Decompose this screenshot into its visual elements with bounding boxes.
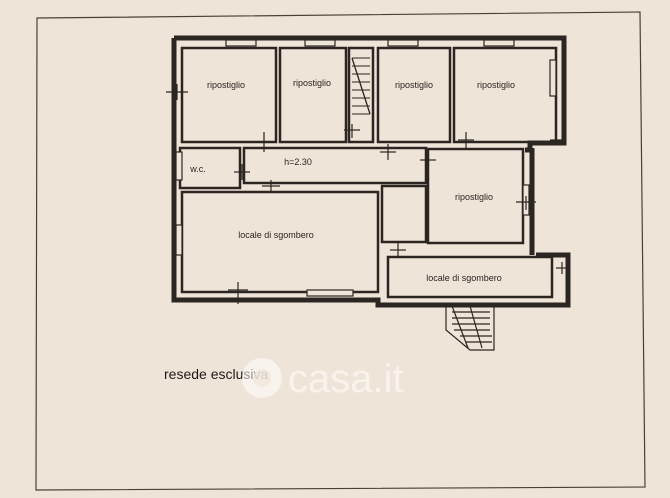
- stair-top: [351, 57, 371, 115]
- lot-boundary: [35, 11, 646, 491]
- room-label-ripostiglio-5: ripostiglio: [455, 192, 493, 202]
- room-ripostiglio-2: [278, 46, 348, 144]
- watermark-text: casa.it: [288, 357, 404, 401]
- room-label-ripostiglio-1: ripostiglio: [207, 80, 245, 90]
- room-small-closet: [380, 184, 428, 244]
- room-label-ripostiglio-3: ripostiglio: [395, 80, 433, 90]
- room-label-sgombero-2: locale di sgombero: [426, 273, 502, 283]
- stair-exterior: [445, 305, 495, 351]
- room-label-ripostiglio-2: ripostiglio: [293, 78, 331, 88]
- room-corridor: [242, 146, 428, 185]
- room-outlines: [178, 46, 558, 299]
- room-label-height: h=2.30: [284, 157, 312, 167]
- room-sgombero-2: [386, 255, 554, 299]
- door-marks: [166, 84, 566, 304]
- room-label-sgombero-1: locale di sgombero: [238, 230, 314, 240]
- building-walls: [171, 35, 571, 308]
- room-label-wc: w.c.: [189, 164, 206, 174]
- room-wc: [178, 146, 242, 190]
- room-ripostiglio-4: [452, 46, 558, 144]
- room-sgombero-1: [180, 190, 380, 294]
- room-ripostiglio-3: [376, 46, 452, 144]
- room-label-ripostiglio-4: ripostiglio: [477, 80, 515, 90]
- room-stair-1: [347, 46, 375, 144]
- room-ripostiglio-1: [180, 46, 278, 144]
- casa-it-watermark: casa.it: [242, 357, 404, 401]
